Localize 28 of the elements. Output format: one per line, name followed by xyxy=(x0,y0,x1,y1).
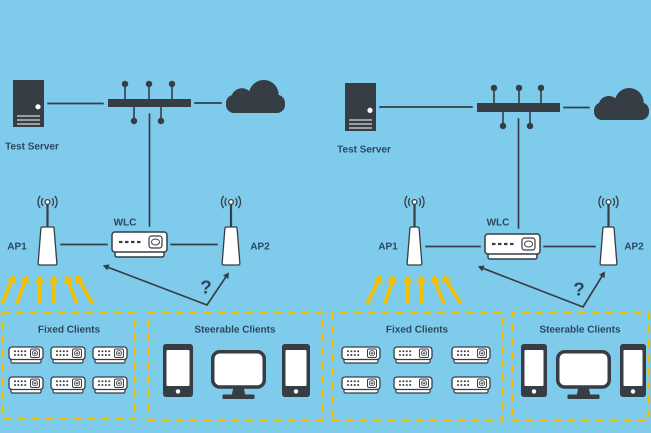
node-label: AP1 xyxy=(378,242,398,250)
connector-line xyxy=(170,244,218,246)
connector-line xyxy=(194,102,222,104)
node-label: Test Server xyxy=(5,142,59,150)
dashed-group-box: Fixed Clients xyxy=(2,312,136,420)
connector-line xyxy=(148,113,150,227)
connector-line xyxy=(425,246,481,248)
node-label: Test Server xyxy=(337,145,391,153)
connector-line xyxy=(60,244,108,246)
dashed-group-box: Fixed Clients xyxy=(330,312,504,422)
node-label: WLC xyxy=(486,218,510,226)
node-label: AP1 xyxy=(8,242,26,250)
switch-icon xyxy=(108,80,191,124)
node-label: AP2 xyxy=(250,242,270,250)
cloud-icon xyxy=(594,88,649,120)
dashed-group-box: Steerable Clients xyxy=(510,312,650,422)
connector-line xyxy=(47,102,104,104)
connector-line xyxy=(543,246,596,248)
edge-label: ? xyxy=(201,280,211,294)
node-label: WLC xyxy=(114,218,136,226)
edge-label: ? xyxy=(574,282,584,296)
node-label: AP2 xyxy=(624,242,644,250)
connector-line xyxy=(563,106,590,108)
connector-line xyxy=(379,106,473,108)
switch-icon xyxy=(477,84,560,130)
cloud-icon xyxy=(226,80,285,113)
dashed-group-box: Steerable Clients xyxy=(146,312,324,422)
connector-line xyxy=(518,118,520,229)
